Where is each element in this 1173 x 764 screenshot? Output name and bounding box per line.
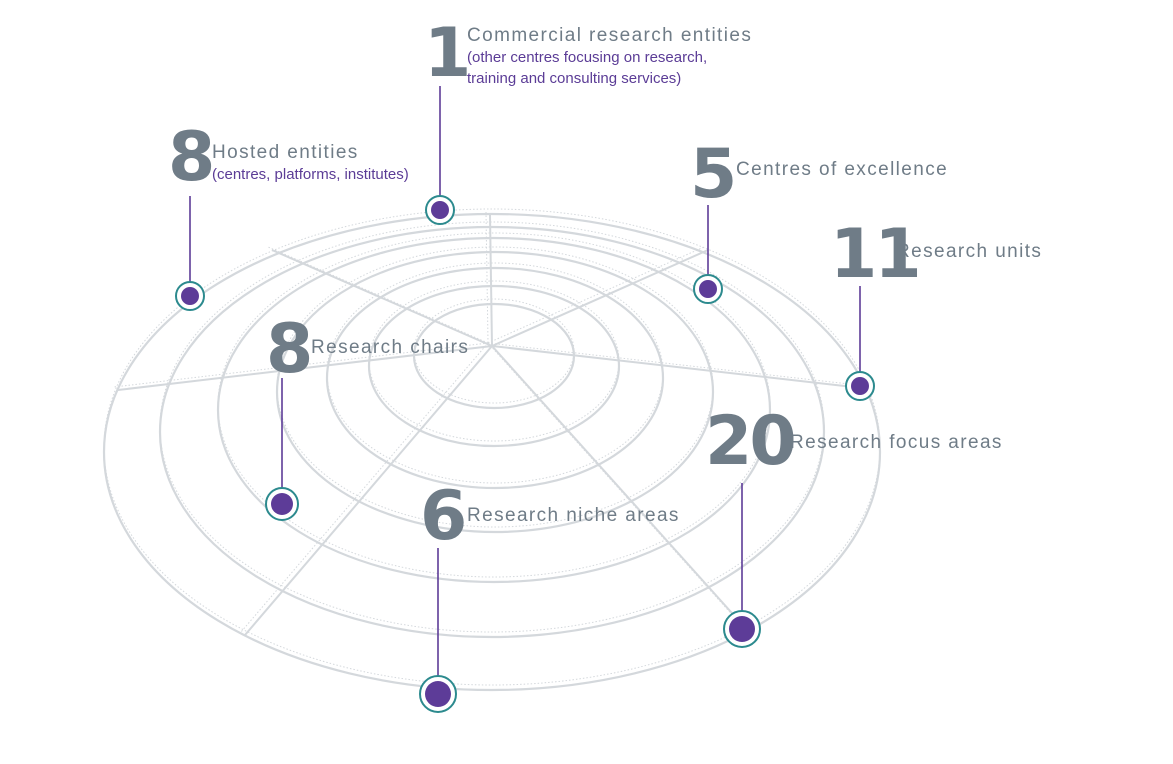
research-focus-areas-label: Research focus areas <box>790 432 1003 453</box>
radar-spoke-5 <box>244 345 493 636</box>
radar-ring-5 <box>325 266 665 490</box>
research-units-count: 11 <box>830 215 922 294</box>
radar-ring-7-echo <box>413 298 575 404</box>
radar-ring-2 <box>158 225 826 639</box>
commercial-entities-sublabel-1: (other centres focusing on research, <box>467 49 708 66</box>
hosted-entities-label: Hosted entities <box>212 142 359 163</box>
radar-ring-3-echo <box>217 232 771 578</box>
commercial-entities-sublabel-2: training and consulting services) <box>467 70 682 87</box>
commercial-entities-count: 1 <box>424 14 471 93</box>
hosted-marker-dot <box>181 287 199 305</box>
commercial-entities-label: Commercial research entities <box>467 25 753 46</box>
research-chairs-label: Research chairs <box>311 337 470 358</box>
centres-of-excellence-count: 5 <box>690 135 737 214</box>
radar-ring-4 <box>275 250 715 534</box>
radar-ring-6 <box>367 284 621 448</box>
radar-spoke-echo-4 <box>487 342 737 620</box>
radar-spoke-2 <box>491 249 709 347</box>
radar-spoke-echo-7 <box>267 246 489 344</box>
research-chairs-count: 8 <box>266 310 313 389</box>
hosted-entities-sublabel: (centres, platforms, institutes) <box>212 166 409 183</box>
radar-spoke-4 <box>491 345 741 623</box>
research-niche-areas-count: 6 <box>420 477 467 556</box>
radar-spoke-6 <box>117 345 493 391</box>
research-niche-areas-label: Research niche areas <box>467 505 680 526</box>
centres-of-excellence-label: Centres of excellence <box>736 159 949 180</box>
commercial-marker-dot <box>431 201 449 219</box>
research-focus-areas-count: 20 <box>705 402 797 481</box>
radar-spoke-1 <box>489 214 493 347</box>
radar-ring-3 <box>216 236 772 584</box>
radar-ring-2-echo <box>159 221 825 633</box>
units-marker-dot <box>851 377 869 395</box>
radar-ring-1-echo <box>103 208 881 686</box>
radar-spoke-echo-2 <box>487 246 705 344</box>
research-units-label: Research units <box>896 241 1043 262</box>
radar-spoke-echo-3 <box>487 342 859 386</box>
radar-spoke-echo-1 <box>485 211 489 344</box>
radar-ring-4-echo <box>276 246 714 528</box>
radar-ring-1 <box>102 212 882 692</box>
radar-spoke-echo-5 <box>240 342 489 633</box>
radar-ring-5-echo <box>326 262 664 484</box>
focus-marker-dot <box>729 616 755 642</box>
niche-marker-dot <box>425 681 451 707</box>
radar-spoke-7 <box>271 249 493 347</box>
radar-spoke-3 <box>491 345 863 389</box>
chairs-marker-dot <box>271 493 293 515</box>
excellence-marker-dot <box>699 280 717 298</box>
hosted-entities-count: 8 <box>168 118 215 197</box>
